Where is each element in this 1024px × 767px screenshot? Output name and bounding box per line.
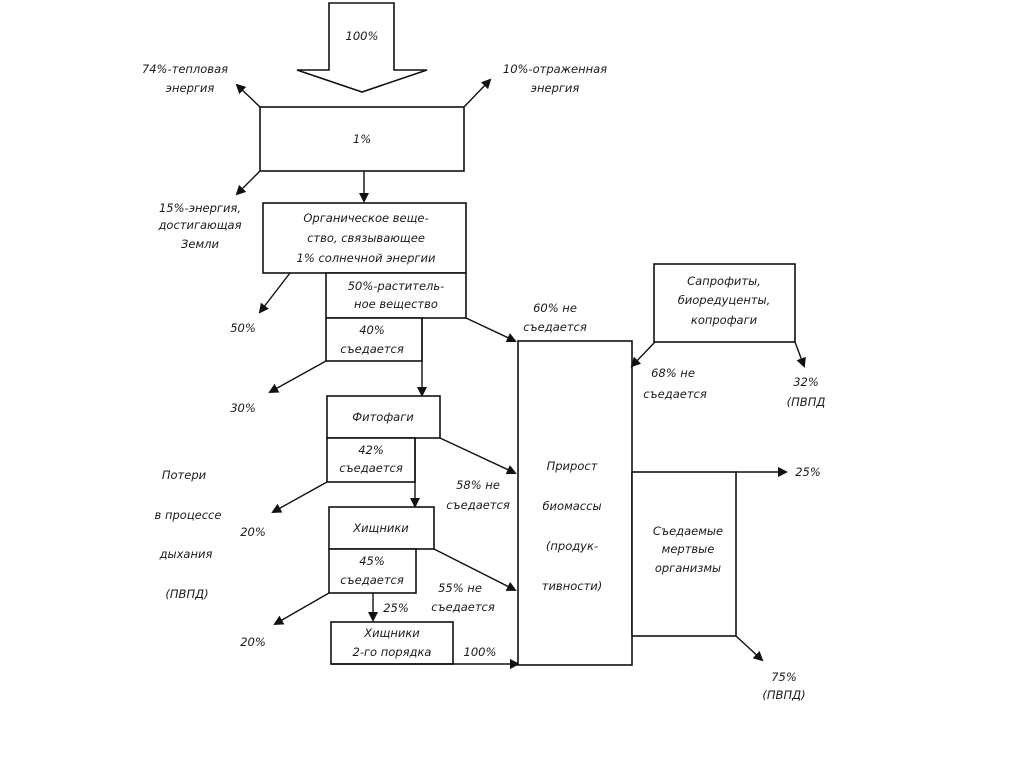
dead-organisms-box: [631, 471, 737, 637]
not-eaten-58-label-1: 58% не: [456, 478, 500, 492]
predators-2-label-2: 2-го порядка: [353, 645, 432, 659]
biomass-growth-label-3: (продук-: [546, 539, 598, 553]
organic-matter-label-3: 1% солнечной энергии: [297, 251, 436, 265]
organic-matter-label-1: Органическое веще-: [303, 211, 428, 225]
not-eaten-60-label-2: съедается: [523, 320, 587, 334]
not-eaten-60-arrow: [465, 317, 517, 343]
phytophages-label: Фитофаги: [352, 410, 414, 424]
dead-organisms-label-2: мертвые: [662, 542, 715, 556]
not-eaten-58-label-2: съедается: [446, 498, 510, 512]
organic-matter-box: [262, 202, 467, 274]
eaten-42-label-2: съедается: [339, 461, 403, 475]
eaten-42-box: [326, 437, 416, 483]
respiration-losses-label-2: в процессе: [155, 508, 222, 522]
biomass-growth-label-2: биомассы: [542, 499, 601, 513]
heat-energy-label: 74%-тепловая: [142, 62, 228, 76]
second-order-100-label: 100%: [464, 645, 497, 659]
loss-50-label: 50%: [230, 321, 256, 335]
not-eaten-68-label-1: 68% не: [651, 366, 695, 380]
not-eaten-55-label-2: съедается: [431, 600, 495, 614]
eaten-45-label-2: съедается: [340, 573, 404, 587]
eaten-42-label-1: 42%: [358, 443, 384, 457]
plant-matter-label-1: 50%-раститель-: [348, 279, 445, 293]
predators-2-box: [330, 621, 454, 665]
loss-30-label: 30%: [230, 401, 256, 415]
atmosphere-box-label: 1%: [353, 132, 371, 146]
loss-75-label-2: (ПВПД): [762, 688, 805, 702]
plant-matter-label-2: ное вещество: [354, 297, 438, 311]
saprophytes-label-2: биоредуценты,: [678, 293, 771, 307]
not-eaten-58-arrow: [439, 437, 517, 475]
loss-32-label-2: (ПВПД: [787, 395, 826, 409]
reflected-energy-label-2: энергия: [531, 81, 580, 95]
sun-input-label: 100%: [346, 29, 379, 43]
saprophytes-box: [653, 263, 796, 343]
loss-32-arrow: [794, 341, 806, 368]
out-25-label: 25%: [795, 465, 821, 479]
eaten-40-label-2: съедается: [340, 342, 404, 356]
not-eaten-68-arrow: [630, 341, 656, 368]
sun-input-arrow: [296, 2, 428, 93]
biomass-growth-label-1: Прирост: [547, 459, 598, 473]
not-eaten-68-label-2: съедается: [643, 387, 707, 401]
atmosphere-box: [259, 106, 465, 172]
biomass-growth-label-4: тивности): [542, 579, 603, 593]
loss-32-label-1: 32%: [793, 375, 819, 389]
loss-30-arrow: [268, 360, 327, 393]
respiration-losses-label-3: дыхания: [159, 547, 213, 561]
predators-label: Хищники: [352, 521, 409, 535]
saprophytes-label-3: копрофаги: [691, 313, 758, 327]
saprophytes-label-1: Сапрофиты,: [687, 274, 761, 288]
loss-75-arrow: [735, 635, 764, 662]
predators-2-label-1: Хищники: [363, 626, 420, 640]
loss-20b-arrow: [273, 592, 330, 625]
reflected-energy-arrow: [463, 78, 492, 108]
reflected-energy-label: 10%-отраженная: [503, 62, 607, 76]
dead-organisms-label-1: Съедаемые: [653, 524, 723, 538]
heat-energy-arrow: [235, 83, 261, 108]
heat-energy-label-2: энергия: [166, 81, 215, 95]
phytophages-box: [326, 395, 441, 439]
loss-20a-label: 20%: [240, 525, 266, 539]
dead-organisms-label-3: организмы: [655, 561, 721, 575]
biomass-growth-box: [517, 340, 633, 666]
loss-20b-label: 20%: [240, 635, 266, 649]
predators-box: [328, 506, 435, 550]
earth-energy-label: 15%-энергия,: [159, 201, 241, 215]
respiration-losses-label-4: (ПВПД): [165, 587, 208, 601]
loss-50-arrow: [258, 272, 291, 314]
loss-75-label-1: 75%: [771, 670, 797, 684]
to-second-order-label: 25%: [383, 601, 409, 615]
respiration-losses-label-1: Потери: [162, 468, 207, 482]
not-eaten-55-arrow: [433, 548, 517, 591]
organic-matter-label-2: ство, связывающее: [307, 231, 425, 245]
earth-energy-label-2: достигающая: [157, 218, 241, 232]
loss-20a-arrow: [271, 481, 328, 513]
eaten-45-label-1: 45%: [359, 554, 385, 568]
not-eaten-55-label-1: 55% не: [438, 581, 482, 595]
earth-energy-label-3: Земли: [181, 237, 219, 251]
eaten-45-box: [328, 548, 417, 594]
eaten-40-label-1: 40%: [359, 323, 385, 337]
earth-energy-arrow: [235, 170, 261, 196]
not-eaten-60-label-1: 60% не: [533, 301, 577, 315]
